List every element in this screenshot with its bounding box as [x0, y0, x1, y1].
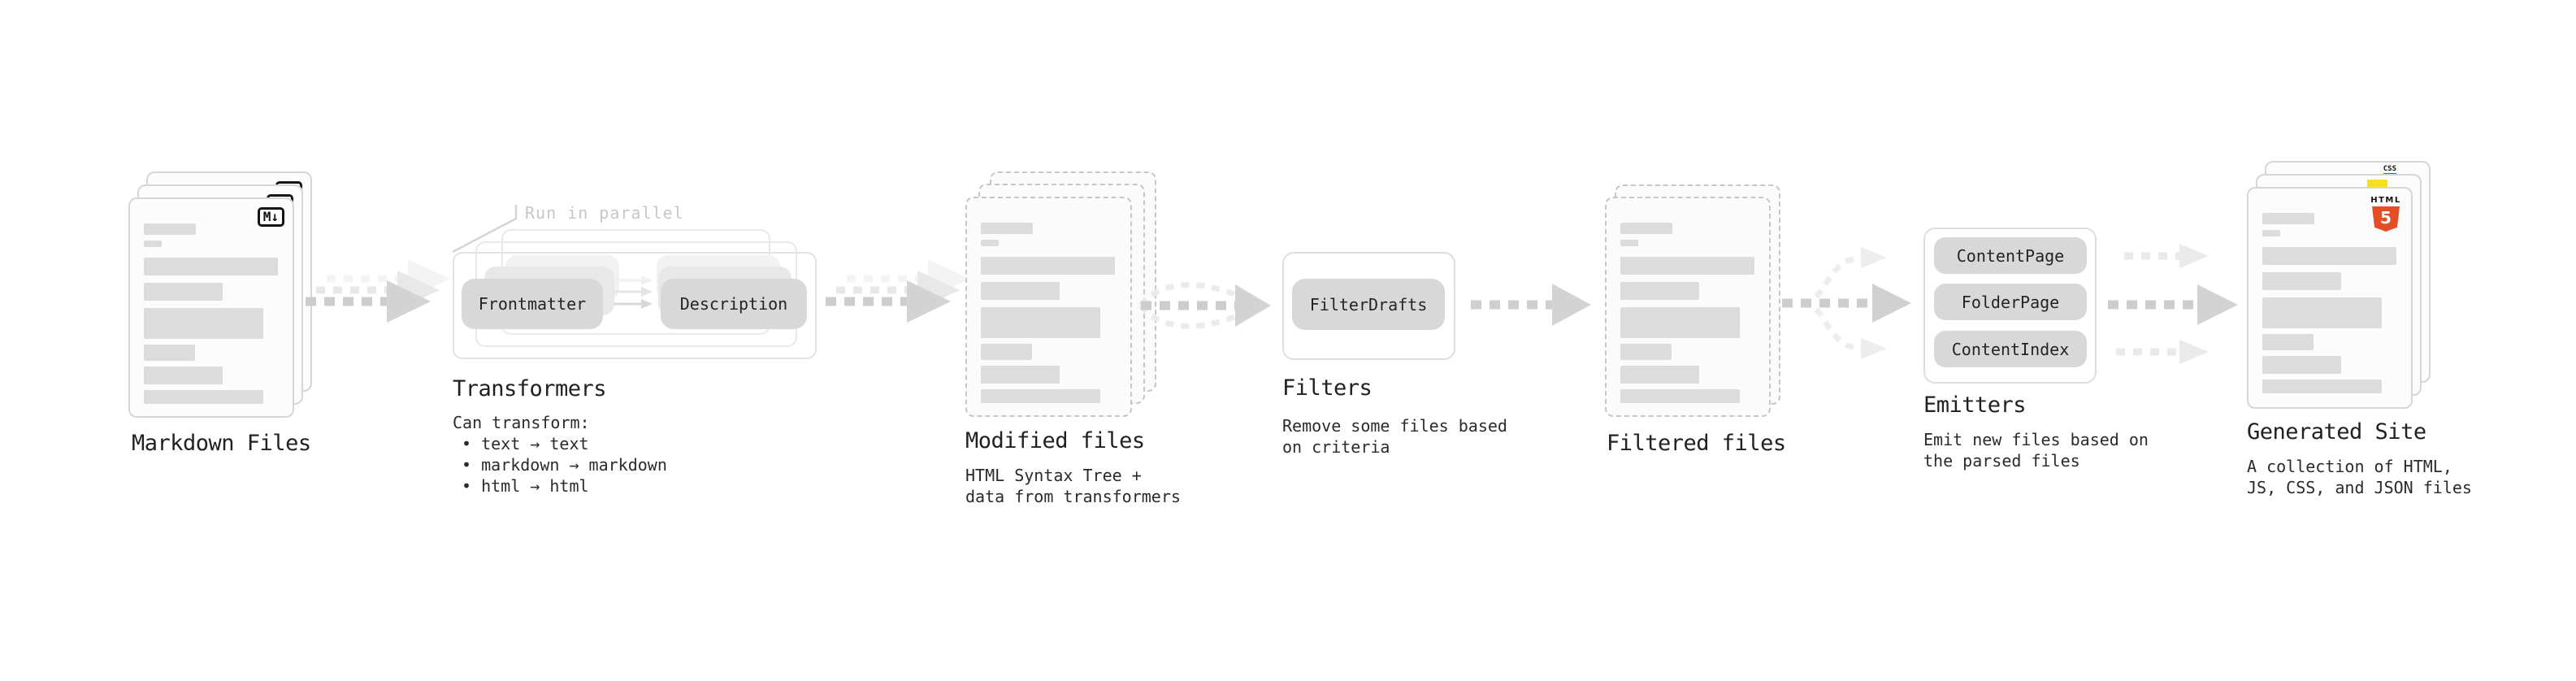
arrow-transformers-to-modified	[826, 259, 970, 323]
emitters-description: Emit new files based on the parsed files	[1923, 430, 2149, 471]
modified-files-description: HTML Syntax Tree + data from transformer…	[965, 466, 1181, 506]
contentindex-pill: ContentIndex	[1934, 331, 2087, 367]
filters-title: Filters	[1282, 375, 1373, 401]
html5-icon: HTML 5	[2370, 196, 2402, 232]
markdown-icon: M↓	[257, 207, 284, 227]
transformers-title: Transformers	[453, 376, 607, 401]
doc-text-bars	[144, 223, 278, 404]
doc-text-bars	[981, 223, 1115, 403]
description-pill: Description	[661, 279, 807, 329]
filtered-doc-front	[1605, 197, 1771, 417]
arrow-markdown-to-transformers	[306, 259, 450, 323]
arrows-emitters-to-site	[2108, 244, 2238, 364]
markdown-files-title: Markdown Files	[132, 431, 311, 456]
modified-files-title: Modified files	[965, 428, 1145, 453]
transformers-bullet: • html → html	[462, 476, 589, 496]
arrow-filtered-to-emitters	[1782, 247, 1911, 359]
filtered-files-title: Filtered files	[1607, 431, 1786, 456]
transformers-bullet: • text → text	[462, 434, 589, 453]
contentpage-pill: ContentPage	[1934, 237, 2087, 274]
arrow-modified-to-filters	[1138, 282, 1271, 329]
run-in-parallel-label: Run in parallel	[525, 203, 684, 223]
filters-description: Remove some files based on criteria	[1282, 416, 1507, 457]
doc-text-bars	[1620, 223, 1754, 403]
generated-site-title: Generated Site	[2247, 419, 2426, 445]
markdown-doc-front: M↓	[128, 197, 294, 418]
run-in-parallel-callout-line	[452, 205, 518, 254]
frontmatter-pill: Frontmatter	[462, 279, 603, 329]
site-doc-front: HTML 5	[2247, 187, 2413, 409]
parallel-container-front	[453, 252, 817, 359]
arrow-filters-to-filtered	[1471, 284, 1591, 326]
folderpage-pill: FolderPage	[1934, 284, 2087, 320]
doc-text-bars	[2262, 213, 2396, 393]
filterdrafts-pill: FilterDrafts	[1292, 279, 1445, 330]
transformers-bullet: • markdown → markdown	[462, 455, 667, 475]
emitters-title: Emitters	[1923, 393, 2027, 418]
parallel-mini-arrows	[614, 275, 653, 309]
modified-doc-front	[965, 197, 1132, 417]
generated-site-description: A collection of HTML, JS, CSS, and JSON …	[2247, 457, 2472, 497]
transformers-description: Can transform: • text → text • markdown …	[453, 412, 667, 497]
transformers-body-head: Can transform:	[453, 413, 590, 432]
